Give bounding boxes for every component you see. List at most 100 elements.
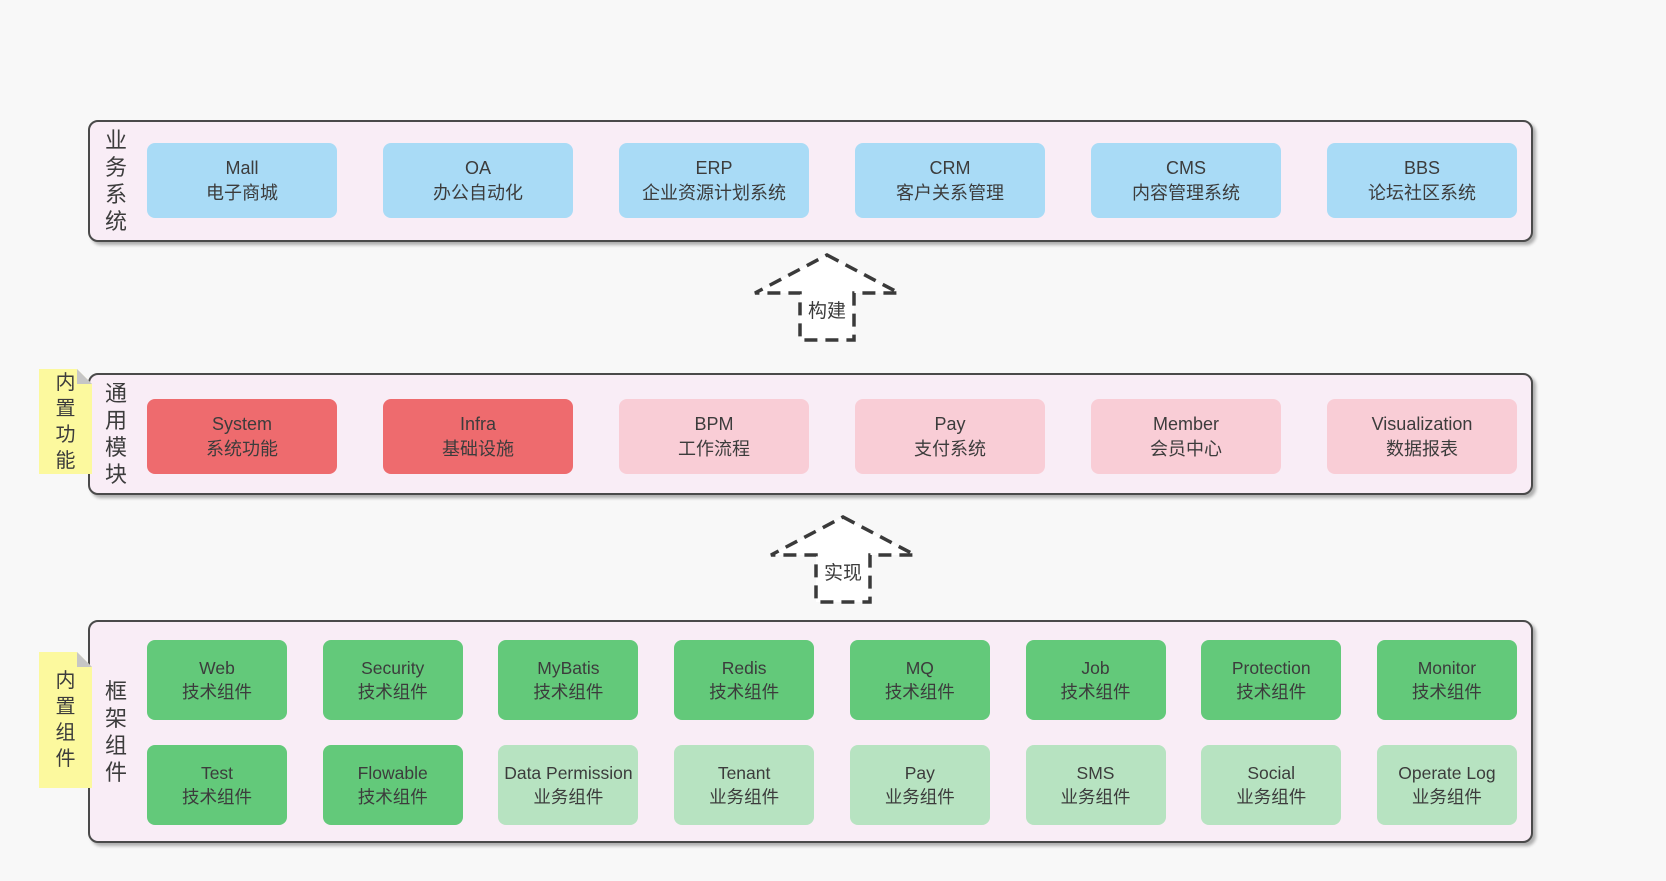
box-erp: ERP 企业资源计划系统 [619,143,809,218]
box-subtitle: 电子商城 [206,182,278,203]
sticky-note-built-in-components: 内置组件 [39,652,92,788]
box-subtitle: 办公自动化 [433,182,523,203]
layer-business-systems: 业务系统 Mall 电子商城 OA 办公自动化 ERP 企业资源计划系统 CRM… [88,120,1533,242]
box-bbs: BBS 论坛社区系统 [1327,143,1517,218]
box-title: MQ [905,658,934,678]
box-subtitle: 工作流程 [678,438,750,459]
business-box-row: Mall 电子商城 OA 办公自动化 ERP 企业资源计划系统 CRM 客户关系… [147,143,1517,218]
box-title: OA [464,157,491,178]
box-subtitle: 技术组件 [357,787,428,807]
box-title: Monitor [1417,658,1477,678]
box-mq: MQ 技术组件 [849,640,990,720]
box-data-permission: Data Permission 业务组件 [498,745,639,825]
sticky-note-built-in-features: 内置功能 [39,369,92,474]
box-subtitle: 支付系统 [914,438,986,459]
box-title: Job [1081,658,1110,678]
box-mybatis: MyBatis 技术组件 [498,640,639,720]
box-subtitle: 系统功能 [206,438,278,459]
box-visualization: Visualization 数据报表 [1327,399,1517,474]
box-flowable: Flowable 技术组件 [322,745,463,825]
box-title: Security [361,658,425,678]
box-subtitle: 技术组件 [709,682,780,702]
box-web: Web 技术组件 [147,640,287,720]
box-subtitle: 业务组件 [709,787,780,807]
box-subtitle: 技术组件 [357,682,428,702]
layer-label-framework: 框架组件 [104,678,127,785]
box-title: CRM [929,157,971,178]
box-title: Data Permission [504,763,633,783]
box-subtitle: 企业资源计划系统 [642,182,786,203]
box-title: Operate Log [1398,763,1496,783]
box-infra: Infra 基础设施 [383,399,573,474]
box-social: Social 业务组件 [1201,745,1342,825]
box-sms: SMS 业务组件 [1025,745,1166,825]
module-box-row: System 系统功能 Infra 基础设施 BPM 工作流程 Pay 支付系统… [147,399,1517,474]
layer-framework-components: 框架组件 Web 技术组件 Security 技术组件 MyBatis 技术组件… [88,620,1533,843]
box-subtitle: 会员中心 [1150,438,1222,459]
box-subtitle: 技术组件 [884,682,955,702]
box-pay: Pay 支付系统 [855,399,1045,474]
box-title: Tenant [717,763,771,783]
sticky-note-text: 内置组件 [55,670,76,770]
arrow-build-label: 构建 [804,296,850,323]
box-crm: CRM 客户关系管理 [855,143,1045,218]
box-operate-log: Operate Log 业务组件 [1376,745,1517,825]
box-subtitle: 技术组件 [182,682,252,702]
box-mall: Mall 电子商城 [147,143,337,218]
box-subtitle: 业务组件 [1060,787,1131,807]
arrow-implement-label: 实现 [820,558,866,585]
box-subtitle: 技术组件 [1060,682,1131,702]
box-subtitle: 内容管理系统 [1132,182,1240,203]
box-cms: CMS 内容管理系统 [1091,143,1281,218]
box-title: System [211,413,272,434]
box-title: Web [199,658,235,678]
box-subtitle: 技术组件 [1236,682,1307,702]
box-subtitle: 技术组件 [1411,682,1482,702]
box-title: ERP [695,157,733,178]
box-subtitle: 技术组件 [533,682,604,702]
box-protection: Protection 技术组件 [1201,640,1342,720]
arrow-build: 构建 [752,252,902,344]
layer-label-business: 业务系统 [104,128,127,234]
framework-box-row-2: Test 技术组件 Flowable 技术组件 Data Permission … [147,745,1517,825]
box-title: SMS [1076,763,1115,783]
box-title: Redis [721,658,767,678]
box-subtitle: 客户关系管理 [896,182,1004,203]
box-system: System 系统功能 [147,399,337,474]
box-subtitle: 业务组件 [1411,787,1482,807]
box-title: MyBatis [537,658,600,678]
box-security: Security 技术组件 [322,640,463,720]
box-title: CMS [1166,157,1206,178]
layer-common-modules: 通用模块 System 系统功能 Infra 基础设施 BPM 工作流程 Pay… [88,373,1533,495]
box-title: Visualization [1371,413,1473,434]
box-title: BBS [1403,157,1441,178]
box-job: Job 技术组件 [1025,640,1166,720]
box-bpm: BPM 工作流程 [619,399,809,474]
box-pay-biz: Pay 业务组件 [849,745,990,825]
box-title: Member [1152,413,1219,434]
box-subtitle: 论坛社区系统 [1368,182,1476,203]
box-title: Mall [225,157,259,178]
box-title: Protection [1231,658,1311,678]
arrow-implement: 实现 [768,514,918,606]
box-subtitle: 技术组件 [182,787,252,807]
box-subtitle: 业务组件 [1236,787,1307,807]
box-subtitle: 数据报表 [1386,438,1458,459]
box-title: Pay [904,763,935,783]
box-title: Infra [459,413,497,434]
box-redis: Redis 技术组件 [674,640,815,720]
box-title: BPM [694,413,734,434]
layer-label-modules: 通用模块 [104,381,127,487]
box-title: Test [200,763,234,783]
box-member: Member 会员中心 [1091,399,1281,474]
box-test: Test 技术组件 [147,745,287,825]
sticky-note-text: 内置功能 [55,371,76,472]
box-tenant: Tenant 业务组件 [674,745,815,825]
framework-box-row-1: Web 技术组件 Security 技术组件 MyBatis 技术组件 Redi… [147,640,1517,720]
box-subtitle: 业务组件 [533,787,604,807]
box-subtitle: 业务组件 [884,787,955,807]
box-monitor: Monitor 技术组件 [1376,640,1517,720]
box-title: Pay [934,413,966,434]
box-title: Social [1247,763,1296,783]
box-subtitle: 基础设施 [442,438,514,459]
